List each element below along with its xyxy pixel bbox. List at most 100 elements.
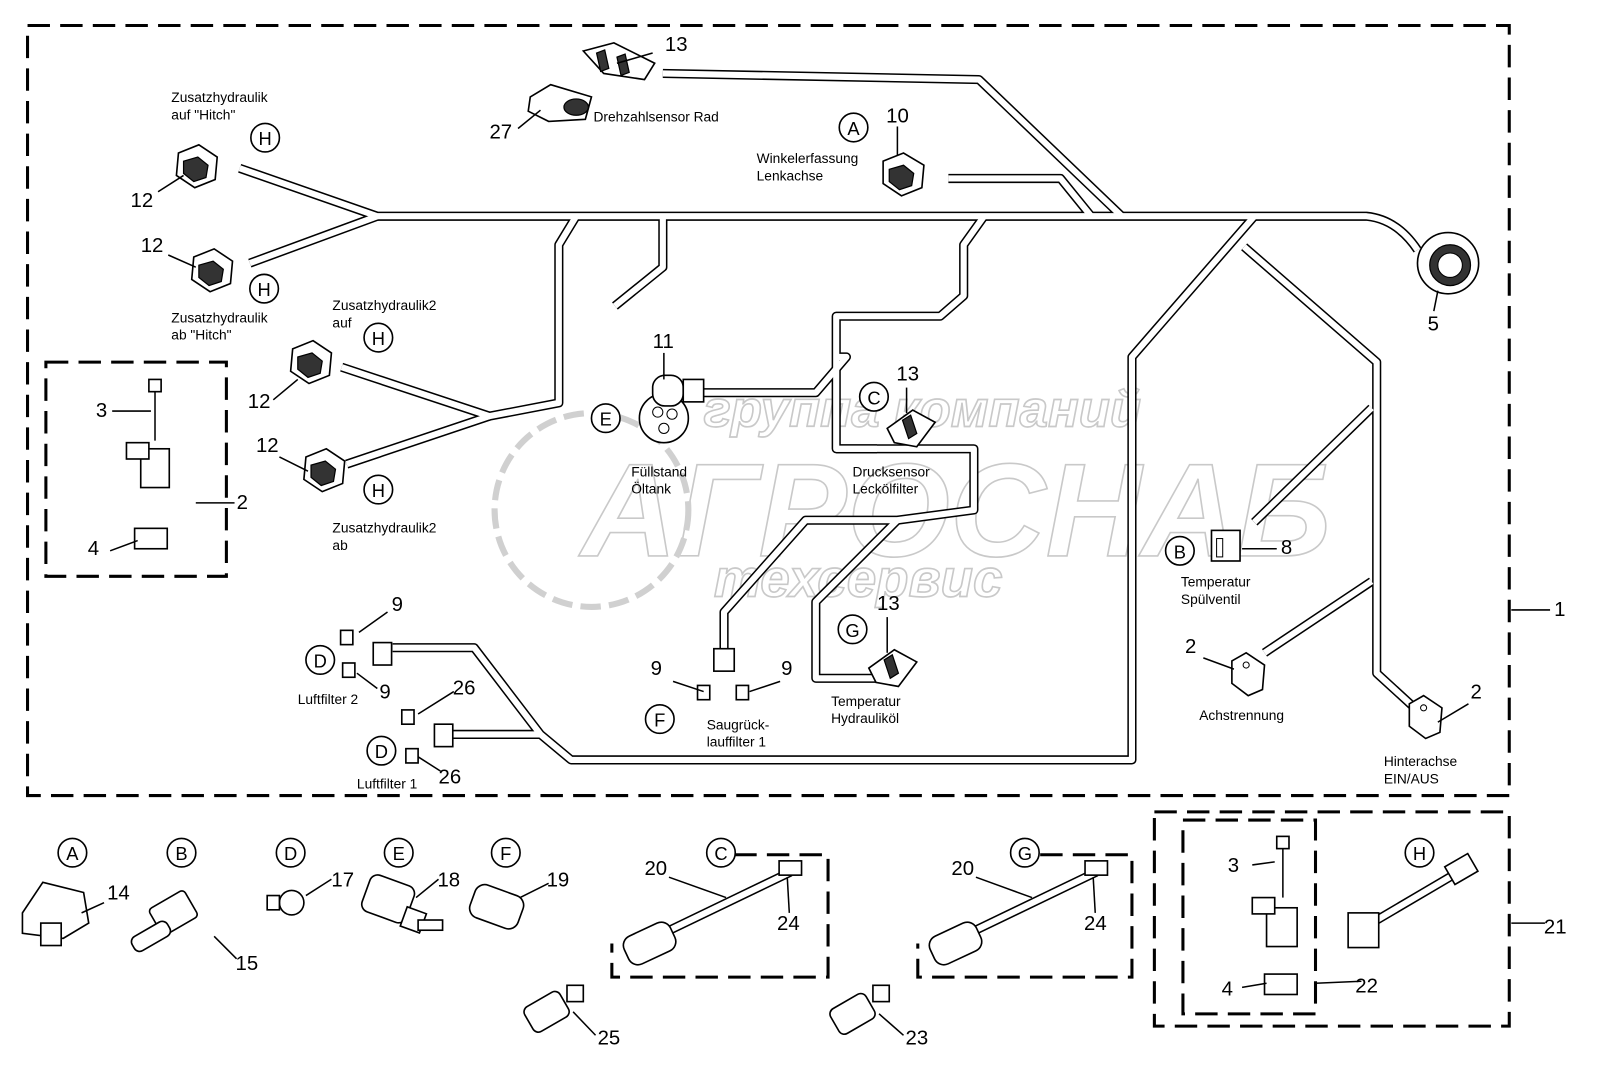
reference-letter-circle: A	[838, 112, 869, 143]
part-15-temperature-sensor	[130, 890, 198, 953]
label-zh-ab-hitch-2: ab "Hitch"	[171, 328, 231, 343]
reference-letter-circle: D	[305, 644, 336, 676]
part-17-plug	[266, 889, 305, 916]
callout-number: 18	[437, 869, 460, 891]
callout-number: 12	[141, 235, 164, 257]
callout-number: 19	[547, 869, 570, 891]
reference-letter: D	[284, 843, 297, 864]
label-luft2: Luftfilter 2	[298, 692, 358, 707]
label-hinter-1: Hinterachse	[1384, 754, 1458, 769]
callout-number: 5	[1428, 313, 1439, 335]
plug-9-luftfilter-2	[339, 629, 393, 679]
reference-letter: H	[259, 128, 272, 149]
leader-line	[356, 672, 378, 690]
callout-number: 20	[951, 858, 974, 880]
leader-line	[272, 378, 299, 401]
callout-number: 9	[651, 658, 662, 680]
leader-line	[1241, 982, 1267, 989]
reference-letter: E	[600, 409, 612, 430]
connector-10-winkel	[882, 152, 925, 197]
part-20-cable-c	[622, 860, 803, 966]
callout-number: 9	[379, 682, 390, 704]
leader-line	[417, 690, 455, 715]
connector-12-zh2-auf	[289, 339, 333, 385]
leader-line	[519, 882, 549, 899]
callout-number: 3	[1228, 855, 1239, 877]
reference-letter-circle: C	[705, 837, 737, 868]
reference-letter-circle: H	[1404, 837, 1435, 868]
callout-number: 12	[248, 391, 271, 413]
leader-line	[1437, 703, 1469, 723]
leader-line	[279, 456, 309, 472]
wire-segment-inner	[703, 353, 850, 396]
callout-number: 13	[665, 34, 688, 56]
leader-line	[749, 680, 781, 693]
wire-segment-inner	[612, 216, 666, 309]
wire-segment	[612, 216, 668, 310]
connector-12-hitch-auf	[175, 143, 219, 189]
label-saug-1: Saugrück-	[707, 717, 770, 732]
callout-number: 4	[1222, 978, 1233, 1000]
leader-line	[157, 174, 184, 193]
connector-27-drehzahlsensor	[527, 83, 593, 123]
wire-segment-inner	[1242, 244, 1415, 709]
leader-line	[415, 878, 439, 899]
label-drehzahl: Drehzahlsensor Rad	[594, 109, 719, 124]
leader-line	[1315, 980, 1362, 985]
callout-number: 13	[877, 593, 900, 615]
leader-line	[878, 1013, 905, 1036]
label-zh2-auf-2: auf	[332, 315, 351, 330]
leader-line	[672, 680, 704, 693]
leader-line	[1203, 657, 1235, 670]
label-luft1: Luftfilter 1	[357, 776, 417, 791]
callout-number: 17	[331, 869, 354, 891]
callout-number: 12	[131, 190, 154, 212]
wire-segment-inner	[1252, 405, 1374, 525]
callout-number: 4	[88, 538, 99, 560]
reference-letter: H	[372, 328, 385, 349]
leader-line	[1433, 290, 1439, 312]
kit-c-box	[610, 853, 830, 979]
reference-letter: A	[847, 118, 860, 139]
reference-letter: G	[845, 620, 859, 641]
valve-2-kit	[125, 378, 171, 550]
callout-number: 14	[107, 883, 130, 905]
reference-letter-circle: H	[363, 474, 394, 505]
harness-boundary-box	[26, 23, 1511, 798]
wire-segment	[340, 213, 581, 421]
callout-number: 1	[1554, 599, 1565, 621]
callout-number: 21	[1544, 916, 1567, 938]
reference-letter: F	[500, 843, 511, 864]
callout-number: 24	[1084, 913, 1107, 935]
leader-line	[417, 756, 441, 772]
plug-9-saugrueck	[696, 647, 750, 701]
reference-letter: D	[375, 741, 388, 762]
leader-line	[109, 539, 138, 552]
label-zh2-ab-2: ab	[332, 538, 348, 553]
valve-2-hinterachse	[1408, 694, 1443, 740]
part-14-sensor	[21, 881, 90, 947]
leader-line	[517, 109, 541, 130]
label-fuell-2: Öltank	[631, 480, 671, 497]
leader-line	[616, 52, 653, 64]
reference-letter-circle: H	[363, 322, 394, 353]
callout-number: 20	[644, 858, 667, 880]
reference-letter-circle: H	[249, 273, 280, 304]
sensor-11-fuellstand	[638, 374, 705, 444]
connector-12-zh2-ab	[303, 447, 346, 493]
reference-letter-circle: F	[644, 703, 675, 735]
leader-line	[213, 935, 238, 960]
callout-number: 8	[1281, 537, 1292, 559]
label-temp-hyd-1: Temperatur	[831, 694, 901, 709]
label-zh-ab-hitch-1: Zusatzhydraulik	[171, 310, 267, 325]
label-achs: Achstrennung	[1199, 708, 1284, 723]
part-19-sensor	[468, 883, 525, 930]
callout-number: 2	[1185, 636, 1196, 658]
wire-segment-inner	[238, 165, 1421, 252]
callout-number: 12	[256, 435, 279, 457]
callout-number: 27	[489, 122, 512, 144]
wire-segment-inner	[812, 518, 900, 682]
reference-letter-circle: D	[366, 735, 397, 766]
